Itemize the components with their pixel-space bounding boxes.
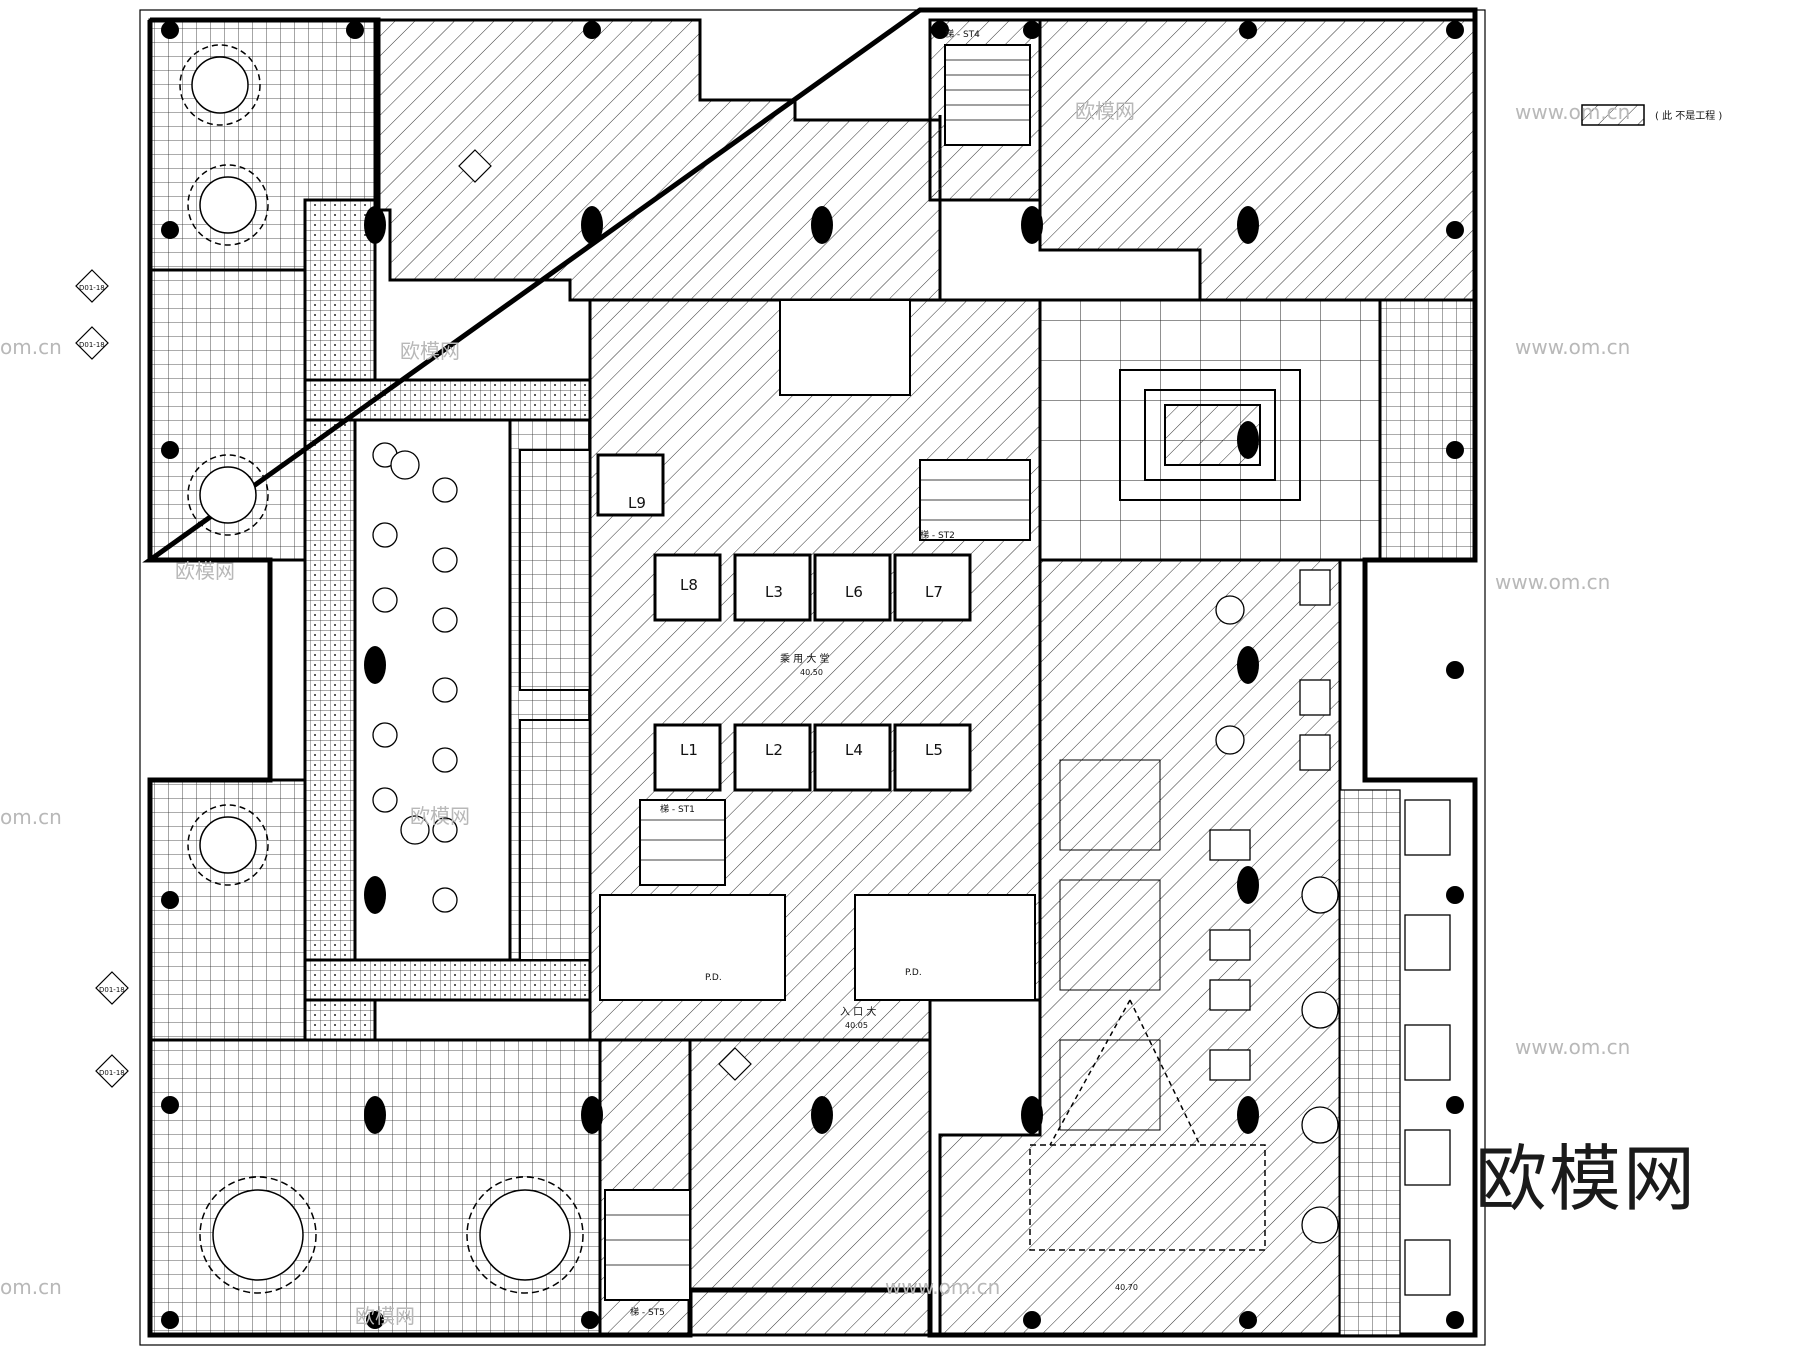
label-entry: 入 口 大 — [840, 1005, 876, 1018]
label-pd-1: P.D. — [705, 973, 722, 983]
label-pd-2: P.D. — [905, 968, 922, 978]
tag-d01-18-b: D01-18 — [79, 341, 105, 349]
lift-labels: L9 L8 L3 L6 L7 L1 L2 L4 L5 — [628, 494, 943, 759]
lift-l3: L3 — [765, 583, 783, 601]
legend: ( 此 不是工程 ) — [1581, 104, 1722, 126]
label-stair-st2: 梯 - ST2 — [920, 529, 955, 541]
outer-walls — [142, 7, 1478, 1338]
label-stair-st1: 梯 - ST1 — [660, 803, 695, 815]
round-tables — [179, 44, 584, 1294]
watermark: www.om.cn — [1495, 570, 1611, 594]
tile-area-east — [1038, 298, 1477, 562]
lift-l5: L5 — [925, 741, 943, 759]
columns — [161, 21, 1464, 1329]
watermark: www.om.cn — [1515, 335, 1631, 359]
label-entry-elev: 40.05 — [845, 1021, 868, 1030]
label-elev: 40.70 — [1115, 1283, 1138, 1292]
label-lift-hall-elev: 40.50 — [800, 668, 823, 677]
outer-double-line — [139, 9, 1486, 1346]
label-stair-st4: 梯 - ST4 — [945, 28, 980, 40]
watermark: om.cn — [0, 335, 62, 359]
lift-l6: L6 — [845, 583, 863, 601]
lift-core — [596, 453, 972, 792]
tag-d01-18-d: D01-18 — [99, 1069, 125, 1077]
toilets — [599, 299, 1036, 1001]
lift-l7: L7 — [925, 583, 943, 601]
watermark: 欧模网 — [175, 559, 235, 583]
lounge-furniture — [1209, 569, 1451, 1336]
cafe-grid — [1059, 759, 1161, 1131]
watermark: www.om.cn — [1515, 100, 1631, 124]
watermark: 欧模网 — [410, 804, 470, 828]
detail-tags — [75, 149, 752, 1088]
tag-d01-18-c: D01-18 — [99, 986, 125, 994]
watermark: 欧模网 — [1075, 99, 1135, 123]
stair-lines — [605, 59, 1030, 1266]
watermark: om.cn — [0, 1275, 62, 1299]
lift-l2: L2 — [765, 741, 783, 759]
stage — [1029, 999, 1266, 1251]
watermark: www.om.cn — [885, 1275, 1001, 1299]
lift-l9: L9 — [628, 494, 646, 512]
tag-d01-18-a: D01-18 — [79, 284, 105, 292]
detail-tag-text: D01-18 D01-18 D01-18 D01-18 — [79, 284, 125, 1077]
lift-l8: L8 — [680, 576, 698, 594]
legend-text: ( 此 不是工程 ) — [1655, 109, 1722, 122]
watermark: www.om.cn — [1515, 1035, 1631, 1059]
label-lift-hall: 乘 用 大 堂 — [780, 652, 830, 665]
watermark: 欧模网 — [355, 1304, 415, 1328]
lift-l4: L4 — [845, 741, 863, 759]
watermark: 欧模网 — [400, 339, 460, 363]
lift-l1: L1 — [680, 741, 698, 759]
dining-tables — [372, 442, 458, 913]
watermark: om.cn — [0, 805, 62, 829]
label-stair-st5: 梯 - ST5 — [630, 1306, 665, 1318]
room-labels: 乘 用 大 堂 40.50 入 口 大 40.05 梯 - ST4 梯 - ST… — [630, 28, 1138, 1318]
brand-watermark: 欧模网 — [1475, 1137, 1698, 1221]
